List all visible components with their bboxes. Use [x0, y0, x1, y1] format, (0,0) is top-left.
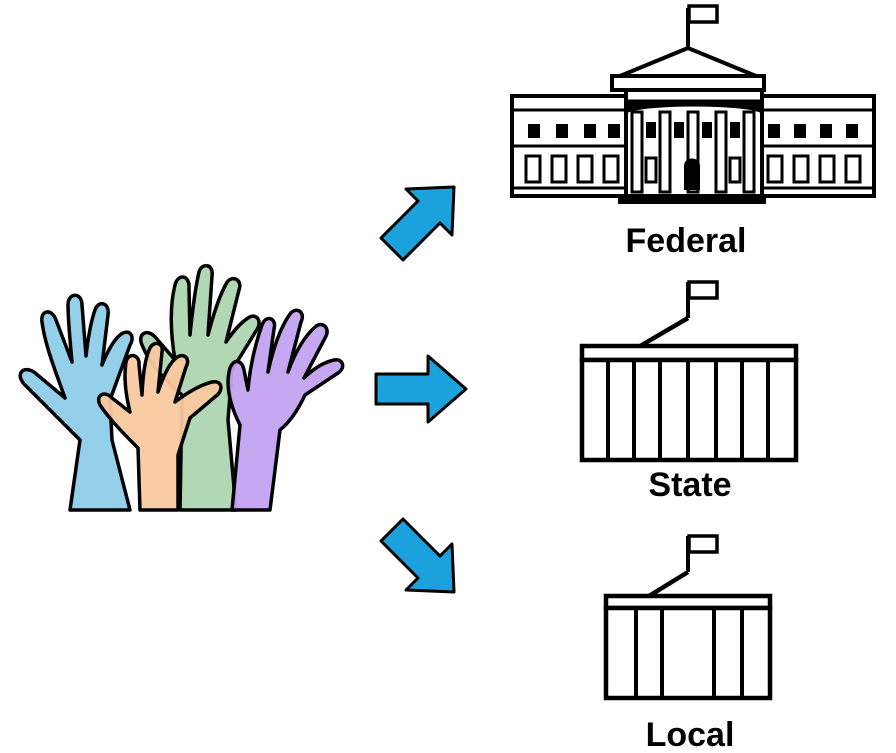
state-label: State: [648, 466, 731, 504]
peach-hand: [97, 341, 223, 512]
arrow-right-icon: [374, 354, 468, 424]
city-hall-icon: [603, 534, 773, 701]
arrow-up-right-icon: [379, 185, 456, 262]
capitol-building-icon: [579, 280, 799, 463]
federal-label: Federal: [626, 222, 747, 260]
white-house-icon: [510, 4, 876, 204]
raised-hands-icon: [18, 263, 345, 512]
arrows: [374, 185, 468, 594]
purple-hand: [226, 308, 345, 512]
local-label: Local: [646, 716, 735, 753]
blue-hand: [18, 293, 134, 512]
arrow-down-right-icon: [379, 517, 456, 594]
